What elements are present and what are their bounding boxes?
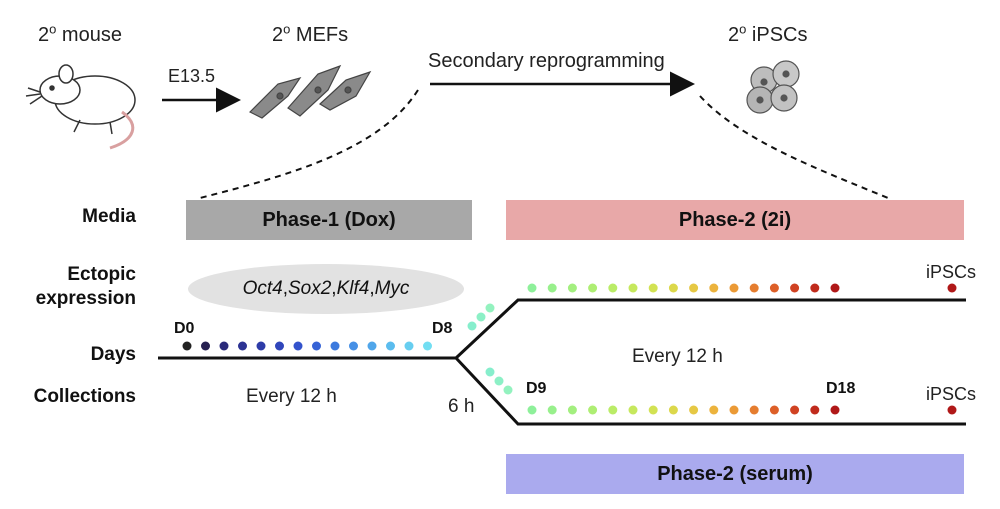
phase1-dot <box>367 341 377 351</box>
ectopic-row-label-1: Ectopic <box>67 264 136 285</box>
ipscs-bottom-label: iPSCs <box>926 384 977 404</box>
phase2-2i-dot <box>567 283 577 293</box>
phase2-2i-dot <box>527 283 537 293</box>
timeline-lines <box>158 298 966 426</box>
phase1-dot <box>182 341 192 351</box>
d9-label: D9 <box>526 380 547 397</box>
media-row-label: Media <box>82 206 136 227</box>
factor-klf4: Klf4 <box>336 278 370 299</box>
e135-label: E13.5 <box>168 66 216 86</box>
phase1-dot <box>312 341 321 351</box>
phase1-dot <box>201 341 210 351</box>
phase2-serum-dot <box>790 405 800 415</box>
ipsc-colony-icon <box>746 60 800 114</box>
phase2-2i-dot <box>790 283 800 293</box>
phase2-serum-dot <box>749 405 759 415</box>
phase1-dot <box>386 341 395 351</box>
phase1-dot <box>423 341 432 351</box>
ipsc-dot-bottom <box>947 405 957 415</box>
phase1-dot <box>219 341 229 351</box>
d18-label: D18 <box>826 380 856 397</box>
ipscs-label: 2o iPSCs <box>728 21 808 46</box>
d8-label: D8 <box>432 320 453 337</box>
phase2-serum-dot <box>769 405 779 415</box>
phase2-2i-label: Phase-2 (2i) <box>678 208 792 231</box>
phase2-2i-dot <box>769 283 779 293</box>
phase1-dot <box>238 341 247 351</box>
phase2-2i-dot <box>830 283 840 293</box>
dashed-line-right <box>699 95 889 199</box>
phase2-2i-dot <box>588 283 598 293</box>
branch-dot-upper <box>485 303 495 313</box>
collections-row-label: Collections <box>33 386 136 407</box>
phase2-serum-dot <box>668 405 678 415</box>
branch-dot-lower <box>485 367 495 377</box>
phase1-dot <box>275 341 284 351</box>
factor-myc: Myc <box>374 278 410 299</box>
mouse-icon <box>25 64 136 150</box>
dashed-line-left <box>199 89 419 199</box>
phase2-2i-dot <box>648 283 658 293</box>
factor-oct4: Oct4 <box>242 278 283 299</box>
phase1-dox-bar: Phase-1 (Dox) <box>186 200 472 240</box>
phase2-2i-dot <box>668 283 678 293</box>
phase2-2i-dot <box>729 283 739 293</box>
phase1-dot <box>404 341 414 351</box>
phase2-serum-dot <box>648 405 658 415</box>
branch-dot-lower <box>503 385 513 395</box>
mefs-label: 2o MEFs <box>272 21 349 46</box>
phase2-serum-dot <box>567 405 577 415</box>
phase2-serum-label: Phase-2 (serum) <box>657 462 813 485</box>
d0-label: D0 <box>174 320 195 337</box>
ectopic-row-label-2: expression <box>35 288 136 309</box>
phase2-2i-dot <box>709 283 719 293</box>
branch-dot-upper <box>467 321 477 331</box>
phase2-2i-dot <box>749 283 759 293</box>
phase2-serum-dot <box>628 405 638 415</box>
phase2-2i-dot <box>689 283 699 293</box>
phase2-2i-dot <box>547 283 557 293</box>
collection-dots <box>182 283 957 415</box>
secondary-reprogramming-label: Secondary reprogramming <box>428 50 665 72</box>
phase2-serum-dot <box>709 405 719 415</box>
phase2-serum-dot <box>527 405 537 415</box>
branch-dot-upper <box>476 312 486 322</box>
phase2-2i-dot <box>608 283 618 293</box>
ipscs-top-label: iPSCs <box>926 262 977 282</box>
phase1-dot <box>293 341 303 351</box>
ipsc-dot-top <box>947 283 957 293</box>
every-12h-left: Every 12 h <box>246 386 337 407</box>
phase2-2i-bar: Phase-2 (2i) <box>506 200 964 240</box>
phase1-dox-label: Phase-1 (Dox) <box>262 208 396 231</box>
mouse-label: 2o mouse <box>38 21 122 46</box>
phase2-serum-dot <box>830 405 840 415</box>
phase2-serum-dot <box>689 405 699 415</box>
phase2-serum-dot <box>547 405 557 415</box>
phase1-dot <box>256 341 266 351</box>
phase2-serum-bar: Phase-2 (serum) <box>506 454 964 494</box>
phase1-dot <box>330 341 340 351</box>
every-12h-right: Every 12 h <box>632 346 723 367</box>
phase2-serum-dot <box>588 405 598 415</box>
phase2-2i-dot <box>628 283 638 293</box>
branch-dot-lower <box>494 376 504 386</box>
phase2-2i-dot <box>810 283 820 293</box>
mefs-icon <box>248 64 372 119</box>
days-row-label: Days <box>90 344 136 365</box>
factor-sox2: Sox2 <box>287 278 332 299</box>
phase2-serum-dot <box>729 405 739 415</box>
phase2-serum-dot <box>810 405 820 415</box>
ectopic-factors-ellipse: Oct4, Sox2, Klf4, Myc <box>188 264 464 314</box>
phase1-dot <box>349 341 358 351</box>
phase2-serum-dot <box>608 405 618 415</box>
six-hours-label: 6 h <box>448 396 475 417</box>
